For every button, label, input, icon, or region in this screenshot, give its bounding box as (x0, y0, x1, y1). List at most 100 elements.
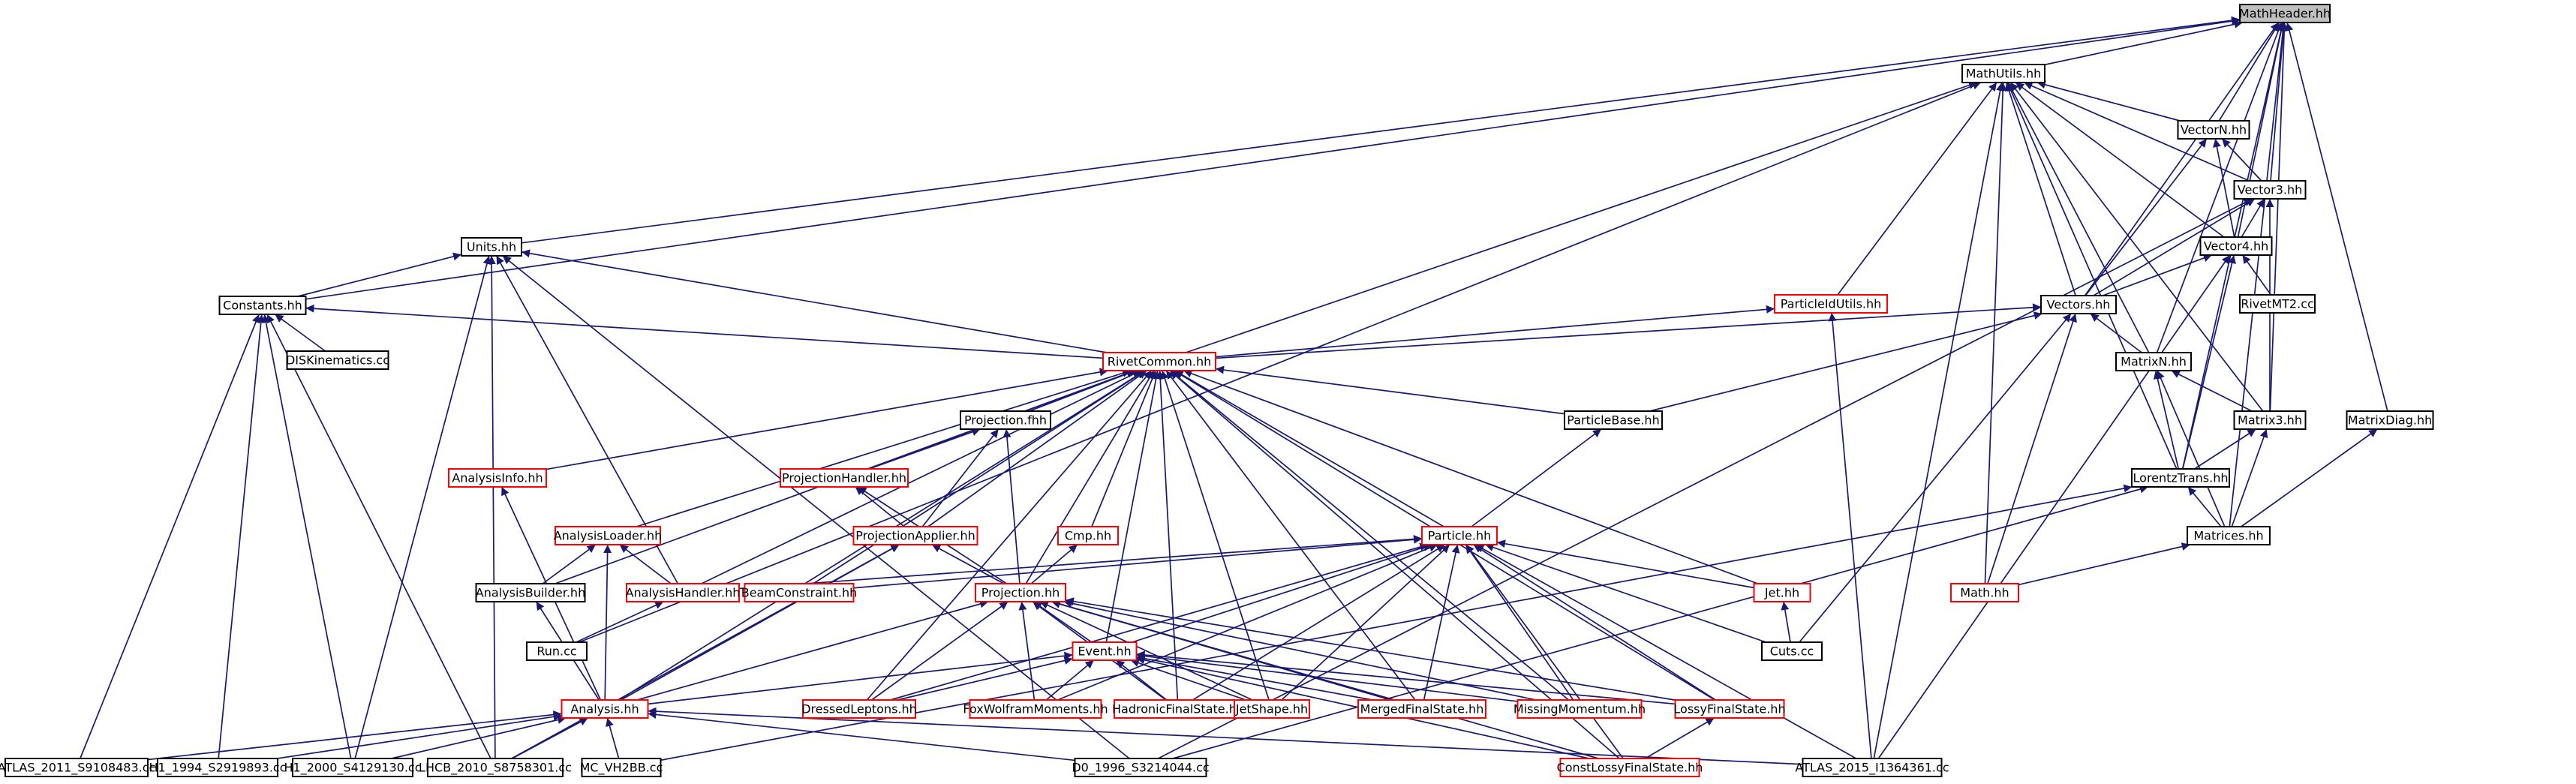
node-vectors-hh[interactable]: Vectors.hh (2040, 295, 2117, 314)
node-jetshape-hh[interactable]: JetShape.hh (1234, 699, 1310, 719)
edge-hadronicfs-to-event (1115, 659, 1168, 701)
node-label: Cuts.cc (1770, 644, 1814, 659)
node-box (802, 699, 916, 719)
node-mathheader-hh[interactable]: MathHeader.hh (2239, 4, 2331, 23)
node-cuts-cc[interactable]: Cuts.cc (1761, 641, 1823, 661)
node-analysisinfo-hh[interactable]: AnalysisInfo.hh (448, 468, 547, 488)
node-lorentztrans-hh[interactable]: LorentzTrans.hh (2131, 468, 2230, 488)
node-analysis-hh[interactable]: Analysis.hh (561, 699, 649, 719)
node-label: FoxWolframMoments.hh (963, 702, 1108, 716)
node-label: Particle.hh (1428, 529, 1491, 543)
edge-analysis-to-analysisloader (603, 544, 612, 701)
edge-vectors-to-mathheader (2084, 22, 2280, 296)
edge-h12000-to-units (354, 255, 491, 759)
node-h1-1994-s2919893-cc[interactable]: H1_1994_S2919893.cc (149, 758, 287, 777)
node-box (561, 699, 649, 719)
node-mc-vh2bb-cc[interactable]: MC_VH2BB.cc (580, 758, 663, 777)
node-event-hh[interactable]: Event.hh (1072, 641, 1138, 661)
node-jet-hh[interactable]: Jet.hh (1753, 583, 1811, 602)
node-label: ATLAS_2011_S9108483.cc (0, 761, 155, 776)
node-label: Analysis.hh (570, 702, 639, 716)
edge-cuts-to-vectors (1799, 313, 2072, 643)
edge-missingmomentum-to-particle (1465, 544, 1574, 701)
node-analysisbuilder-hh[interactable]: AnalysisBuilder.hh (475, 583, 586, 602)
node-analysishandler-hh[interactable]: AnalysisHandler.hh (626, 583, 741, 602)
node-d0-1996-s3214044-cc[interactable]: D0_1996_S3214044.cc (1072, 758, 1210, 777)
node-label: JetShape.hh (1235, 702, 1308, 716)
node-hadronicfinalstate-hh[interactable]: HadronicFinalState.hh (1112, 699, 1244, 719)
node-label: MatrixN.hh (2121, 355, 2187, 369)
node-projectionhandler-hh[interactable]: ProjectionHandler.hh (780, 468, 909, 488)
edge-vectors-to-vectorn (2085, 138, 2208, 296)
node-projectionapplier-hh[interactable]: ProjectionApplier.hh (852, 526, 978, 545)
edge-lossyfs-to-event (1136, 650, 1676, 705)
node-label: HadronicFinalState.hh (1112, 702, 1244, 716)
edge-d01996-to-units (502, 255, 1130, 759)
node-box (1774, 294, 1888, 314)
edge-jet-to-particle (1496, 539, 1754, 589)
file-nodes: MathHeader.hhMathUtils.hhVectorN.hhVecto… (0, 4, 2434, 777)
node-matrixdiag-hh[interactable]: MatrixDiag.hh (2346, 410, 2434, 430)
node-rivetcommon-hh[interactable]: RivetCommon.hh (1102, 352, 1216, 371)
edge-atlas2011-to-constants (80, 314, 260, 759)
node-box (292, 758, 413, 777)
node-box (427, 758, 564, 777)
edge-constants-to-units (297, 252, 462, 297)
node-matrices-hh[interactable]: Matrices.hh (2187, 526, 2271, 545)
edge-projection-to-rivetcommon (1025, 370, 1155, 584)
node-mergedfinalstate-hh[interactable]: MergedFinalState.hh (1357, 699, 1486, 719)
node-box (218, 296, 307, 315)
node-h1-2000-s4129130-cc[interactable]: H1_2000_S4129130.cc (284, 758, 422, 777)
node-matrix3-hh[interactable]: Matrix3.hh (2233, 410, 2307, 430)
edge-dressedleptons-to-event (897, 656, 1073, 701)
node-box (2115, 352, 2192, 371)
node-foxwolframmoments-hh[interactable]: FoxWolframMoments.hh (963, 699, 1108, 719)
node-atlas-2015-i1364361-cc[interactable]: ATLAS_2015_I1364361.cc (1795, 758, 1949, 777)
edge-jetshape-to-rivetcommon (1161, 370, 1270, 701)
node-run-cc[interactable]: Run.cc (526, 641, 588, 661)
edge-lhcb2010-to-projectionapplier (511, 544, 900, 759)
node-lossyfinalstate-hh[interactable]: LossyFinalState.hh (1673, 699, 1786, 719)
edge-matrix3-to-mathutils (2009, 82, 2264, 412)
node-math-hh[interactable]: Math.hh (1950, 583, 2019, 602)
node-cmp-hh[interactable]: Cmp.hh (1057, 526, 1119, 545)
edge-hadronicfs-to-rivetcommon (1156, 370, 1179, 701)
node-vectorn-hh[interactable]: VectorN.hh (2177, 120, 2250, 140)
edge-hadronicfs-to-particle (1192, 544, 1445, 701)
edge-dressedleptons-to-rivetcommon (866, 370, 1153, 701)
node-dressedleptons-hh[interactable]: DressedLeptons.hh (801, 699, 917, 719)
edge-matrices-to-matrixn (2157, 370, 2226, 527)
node-constants-hh[interactable]: Constants.hh (218, 296, 307, 315)
edge-constlossyfs-to-rivetcommon (1169, 370, 1620, 759)
edge-cmp-to-rivetcommon (1091, 370, 1157, 527)
node-projection-fhh[interactable]: Projection.fhh (960, 410, 1051, 430)
edge-h12000-to-analysis (391, 716, 567, 759)
node-lhcb-2010-s8758301-cc[interactable]: LHCB_2010_S8758301.cc (419, 758, 572, 777)
node-particlebase-hh[interactable]: ParticleBase.hh (1564, 410, 1663, 430)
node-box (1057, 526, 1119, 545)
node-matrixn-hh[interactable]: MatrixN.hh (2115, 352, 2192, 371)
node-beamconstraint-hh[interactable]: BeamConstraint.hh (741, 583, 858, 602)
edge-event-to-particle (1132, 543, 1432, 643)
edge-jet-to-rivetcommon (1183, 369, 1758, 584)
edge-lorentztrans-to-vector4 (2182, 254, 2236, 470)
edge-mergedfs-to-particle (1423, 544, 1460, 701)
node-particleidutils-hh[interactable]: ParticleIdUtils.hh (1774, 294, 1888, 314)
node-box (1564, 410, 1663, 430)
node-mathutils-hh[interactable]: MathUtils.hh (1961, 64, 2045, 83)
edge-lhcb2010-to-units (487, 255, 496, 759)
node-label: BeamConstraint.hh (741, 586, 858, 600)
node-label: AnalysisHandler.hh (626, 586, 741, 600)
node-analysisloader-hh[interactable]: AnalysisLoader.hh (554, 526, 663, 545)
node-projection-hh[interactable]: Projection.hh (975, 583, 1066, 602)
node-units-hh[interactable]: Units.hh (461, 237, 522, 257)
node-vector3-hh[interactable]: Vector3.hh (2233, 180, 2307, 200)
node-rivetmt2-cc[interactable]: RivetMT2.cc (2239, 294, 2316, 314)
node-vector4-hh[interactable]: Vector4.hh (2199, 236, 2273, 256)
node-atlas-2011-s9108483-cc[interactable]: ATLAS_2011_S9108483.cc (0, 758, 155, 777)
node-particle-hh[interactable]: Particle.hh (1421, 526, 1498, 545)
node-constlossyfinalstate-hh[interactable]: ConstLossyFinalState.hh (1557, 758, 1703, 777)
node-missingmomentum-hh[interactable]: MissingMomentum.hh (1513, 699, 1646, 719)
edge-rivetcommon-to-constants (305, 304, 1104, 359)
node-diskinematics-cc[interactable]: DISKinematics.cc (286, 350, 389, 370)
